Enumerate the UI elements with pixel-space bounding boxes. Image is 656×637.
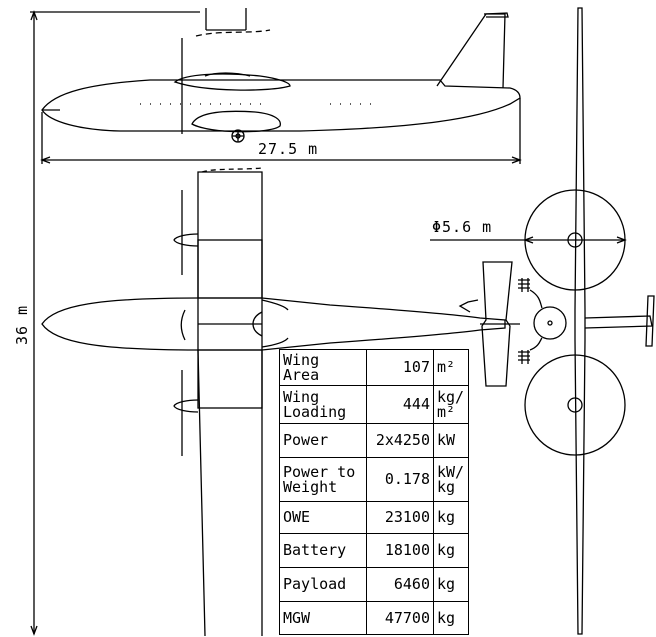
spec-row-power: Power 2x4250 kW (279, 423, 469, 458)
spec-row-mgw: MGW 47700 kg (279, 601, 469, 635)
spec-label: Power to Weight (279, 457, 367, 502)
top-horizontal-tail (458, 299, 479, 313)
top-nacelle-lower-cowl (261, 337, 289, 348)
spec-row-power-to-weight: Power to Weight 0.178 kW/ kg (279, 457, 469, 502)
side-mast-dash (195, 29, 271, 37)
spec-label: Payload (279, 567, 367, 602)
front-rotor-lower (524, 354, 626, 456)
top-wing-lower (197, 349, 263, 637)
span-arrow-top (30, 10, 38, 21)
span-label: 36 m (13, 305, 31, 345)
spec-value: 0.178 (366, 457, 434, 502)
spec-value: 18100 (366, 533, 434, 568)
front-fuselage (533, 306, 567, 340)
side-nacelle (173, 73, 291, 91)
rotor-dim-arrow-right (616, 236, 627, 244)
spec-unit: kg (433, 533, 469, 568)
spec-label: Power (279, 423, 367, 458)
side-tail-tip (483, 12, 509, 18)
spec-label: Wing Area (279, 349, 367, 386)
top-spinner-lower (173, 399, 199, 413)
front-gear-lower (518, 350, 530, 364)
span-arrow-bottom (30, 625, 38, 636)
spec-row-battery: Battery 18100 kg (279, 533, 469, 568)
spec-unit: kg (433, 501, 469, 534)
spec-label: Wing Loading (279, 385, 367, 424)
side-view (41, 8, 521, 143)
rotor-diameter-dimension (430, 236, 627, 244)
length-arrow-right (511, 156, 522, 164)
top-wing-upper (197, 171, 263, 299)
spec-value: 6460 (366, 567, 434, 602)
spec-unit: kW (433, 423, 469, 458)
top-dash-upper (201, 167, 263, 173)
spec-unit: m² (433, 349, 469, 386)
front-rotor-lower-hub (567, 397, 583, 413)
front-tail-fin (481, 261, 513, 387)
side-mast (205, 8, 247, 31)
front-view (480, 7, 655, 635)
front-h-stab (584, 315, 653, 329)
rotor-diameter-label: Φ5.6 m (432, 218, 492, 236)
top-spinner-upper (173, 233, 199, 247)
side-fuselage (41, 79, 521, 132)
length-label: 27.5 m (258, 140, 318, 158)
side-wheel-cross (232, 130, 244, 142)
side-gear-pod (191, 110, 281, 133)
spec-unit: kg (433, 567, 469, 602)
front-gear-upper (518, 278, 530, 292)
spec-value: 107 (366, 349, 434, 386)
spec-unit: kW/ kg (433, 457, 469, 502)
span-dimension (30, 10, 200, 636)
side-vertical-tail (436, 13, 506, 89)
spec-label: OWE (279, 501, 367, 534)
side-nacelle-lip (204, 72, 251, 77)
length-dimension (40, 98, 522, 164)
spec-value: 47700 (366, 601, 434, 635)
spec-unit: kg/ m² (433, 385, 469, 424)
spec-value: 444 (366, 385, 434, 424)
spec-value: 2x4250 (366, 423, 434, 458)
top-nacelle-upper-cowl (261, 299, 289, 311)
front-h-stab-tip (645, 295, 655, 347)
spec-label: Battery (279, 533, 367, 568)
spec-row-wing-loading: Wing Loading 444 kg/ m² (279, 385, 469, 424)
spec-label: MGW (279, 601, 367, 635)
length-label-bg (250, 140, 340, 158)
top-spinner-1 (180, 309, 263, 341)
front-gear-struts (529, 289, 543, 351)
spec-row-owe: OWE 23100 kg (279, 501, 469, 534)
spec-row-payload: Payload 6460 kg (279, 567, 469, 602)
spec-value: 23100 (366, 501, 434, 534)
length-arrow-left (40, 156, 51, 164)
front-wing (574, 7, 586, 635)
spec-table: Wing Area 107 m² Wing Loading 444 kg/ m²… (279, 349, 469, 635)
top-fuselage (41, 297, 506, 351)
spec-row-wing-area: Wing Area 107 m² (279, 349, 469, 386)
front-fuselage-center (547, 320, 553, 326)
spec-unit: kg (433, 601, 469, 635)
